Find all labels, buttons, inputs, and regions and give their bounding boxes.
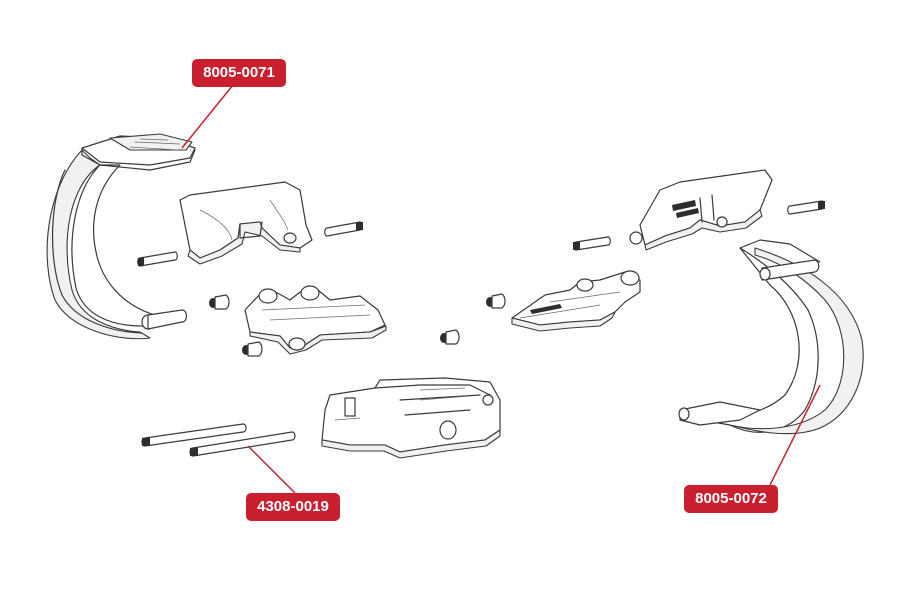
- leader-line-0019: [247, 445, 296, 494]
- right-strap: [678, 239, 864, 435]
- left-middle-bracket: [244, 285, 387, 355]
- small-pins-right: [573, 200, 825, 251]
- part-label-8005-0071: 8005-0071: [192, 59, 286, 87]
- left-strap: [46, 133, 196, 340]
- part-label-4308-0019: 4308-0019: [246, 493, 340, 521]
- leader-line-0072: [769, 384, 821, 486]
- bushings: [209, 293, 506, 357]
- left-upper-housing: [179, 181, 313, 265]
- right-upper-housing: [629, 169, 773, 251]
- center-main-body: [321, 377, 501, 459]
- part-label-8005-0072: 8005-0072: [684, 485, 778, 513]
- small-pins-left: [137, 221, 363, 267]
- leader-line-0071: [181, 84, 234, 149]
- long-pins: [141, 423, 296, 457]
- right-middle-bracket: [511, 270, 641, 332]
